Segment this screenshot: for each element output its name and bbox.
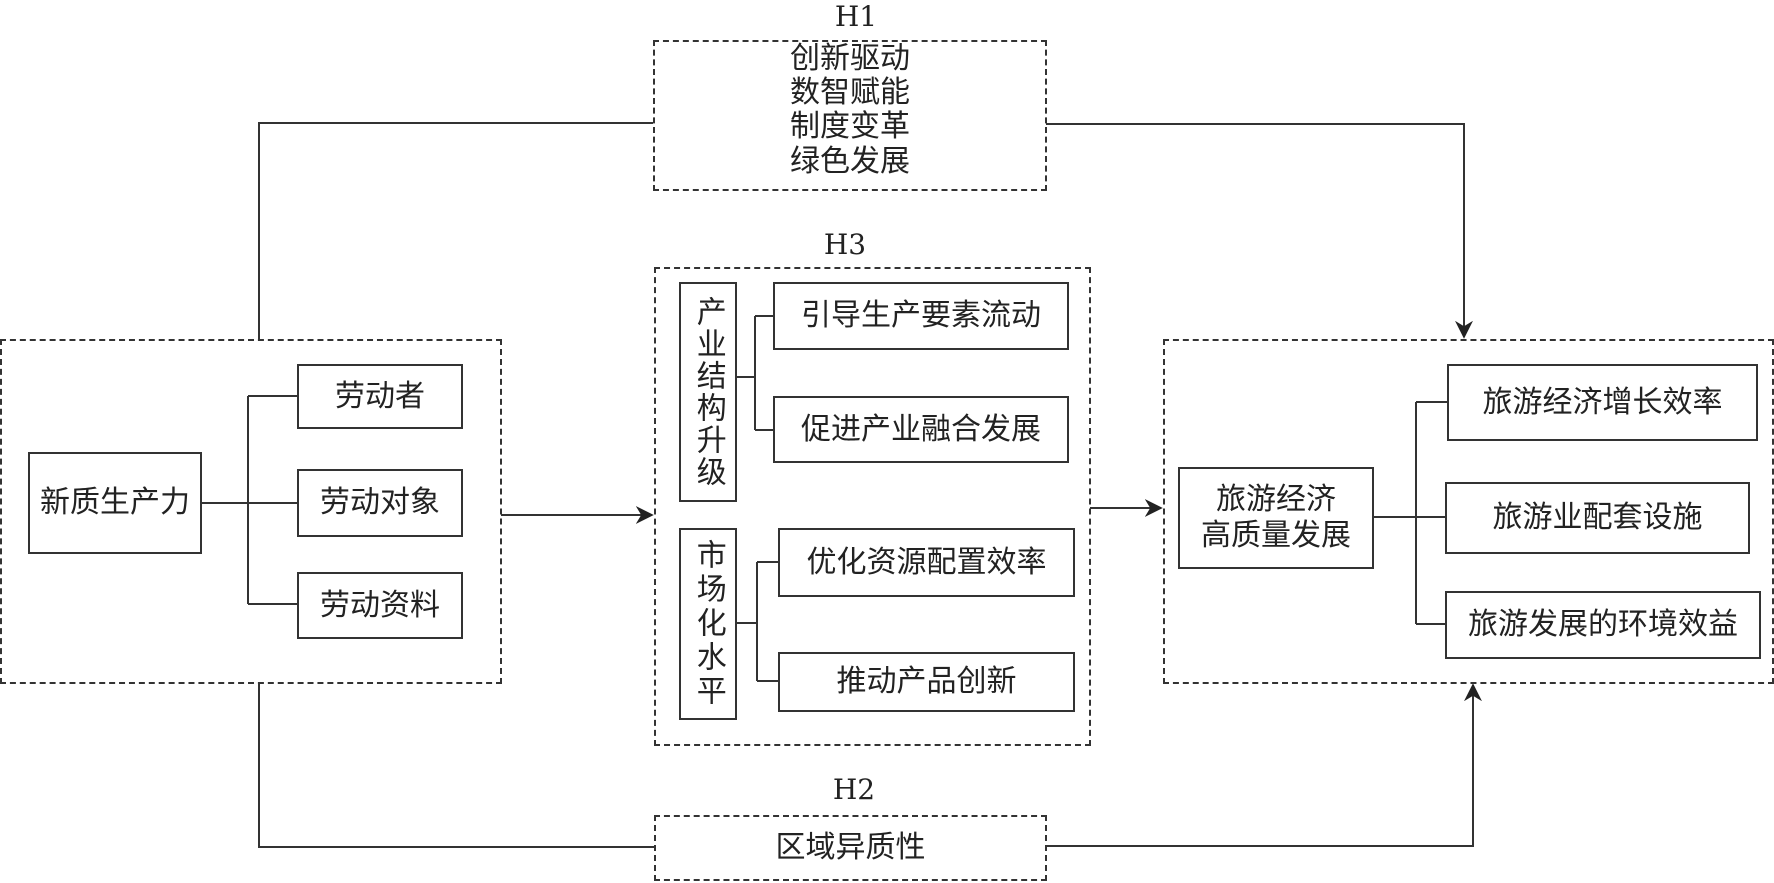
h1-item: 创新驱动 (790, 41, 910, 76)
industrial-structure-box: 产业结构升级 (679, 282, 737, 502)
regional-heterogeneity-text: 区域异质性 (775, 830, 926, 865)
main-line: 旅游经济 (1216, 482, 1336, 517)
new-productivity-box: 新质生产力 (28, 452, 202, 554)
labor-node: 劳动者 (297, 364, 463, 429)
main-line: 高质量发展 (1201, 518, 1351, 553)
h3-child-node: 促进产业融合发展 (773, 396, 1069, 463)
new-productivity-group (0, 339, 502, 684)
h3-mediator-box (654, 267, 1091, 746)
h2-right-arrow (1046, 683, 1482, 847)
h1-moderator-box (653, 40, 1047, 191)
h3-child-node: 引导生产要素流动 (773, 282, 1069, 350)
h1-items: 创新驱动 数智赋能 制度变革 绿色发展 (653, 41, 1047, 179)
tourism-development-group (1163, 339, 1774, 684)
tourism-outcome-node: 旅游经济增长效率 (1447, 364, 1758, 441)
h1-item: 数智赋能 (790, 75, 910, 111)
h1-left-line (258, 122, 653, 339)
h3-child-node: 优化资源配置效率 (778, 528, 1075, 597)
h2-label: H2 (832, 773, 876, 806)
left-tree-connector (201, 395, 297, 605)
h1-item: 绿色发展 (790, 143, 910, 179)
h1-label: H1 (834, 0, 878, 33)
h2-left-line (258, 683, 654, 848)
tourism-outcome-node: 旅游业配套设施 (1445, 482, 1750, 554)
right-tree-connector (1373, 401, 1447, 625)
h2-moderator-box (654, 815, 1047, 881)
marketization-box: 市场化水平 (679, 528, 737, 720)
tourism-hq-development-box: 旅游经济 高质量发展 (1178, 467, 1374, 569)
labor-node: 劳动对象 (297, 469, 463, 537)
h1-item: 制度变革 (790, 109, 910, 145)
h3-group2-connector (736, 561, 778, 682)
h3-child-node: 推动产品创新 (778, 652, 1075, 712)
vertical-title: 市场化水平 (690, 539, 726, 709)
h3-group1-connector (736, 315, 773, 431)
h1-right-arrow (1046, 123, 1473, 339)
tourism-outcome-node: 旅游发展的环境效益 (1445, 591, 1761, 659)
labor-node: 劳动资料 (297, 572, 463, 639)
vertical-title: 产业结构升级 (690, 296, 726, 488)
h3-label: H3 (823, 228, 867, 261)
